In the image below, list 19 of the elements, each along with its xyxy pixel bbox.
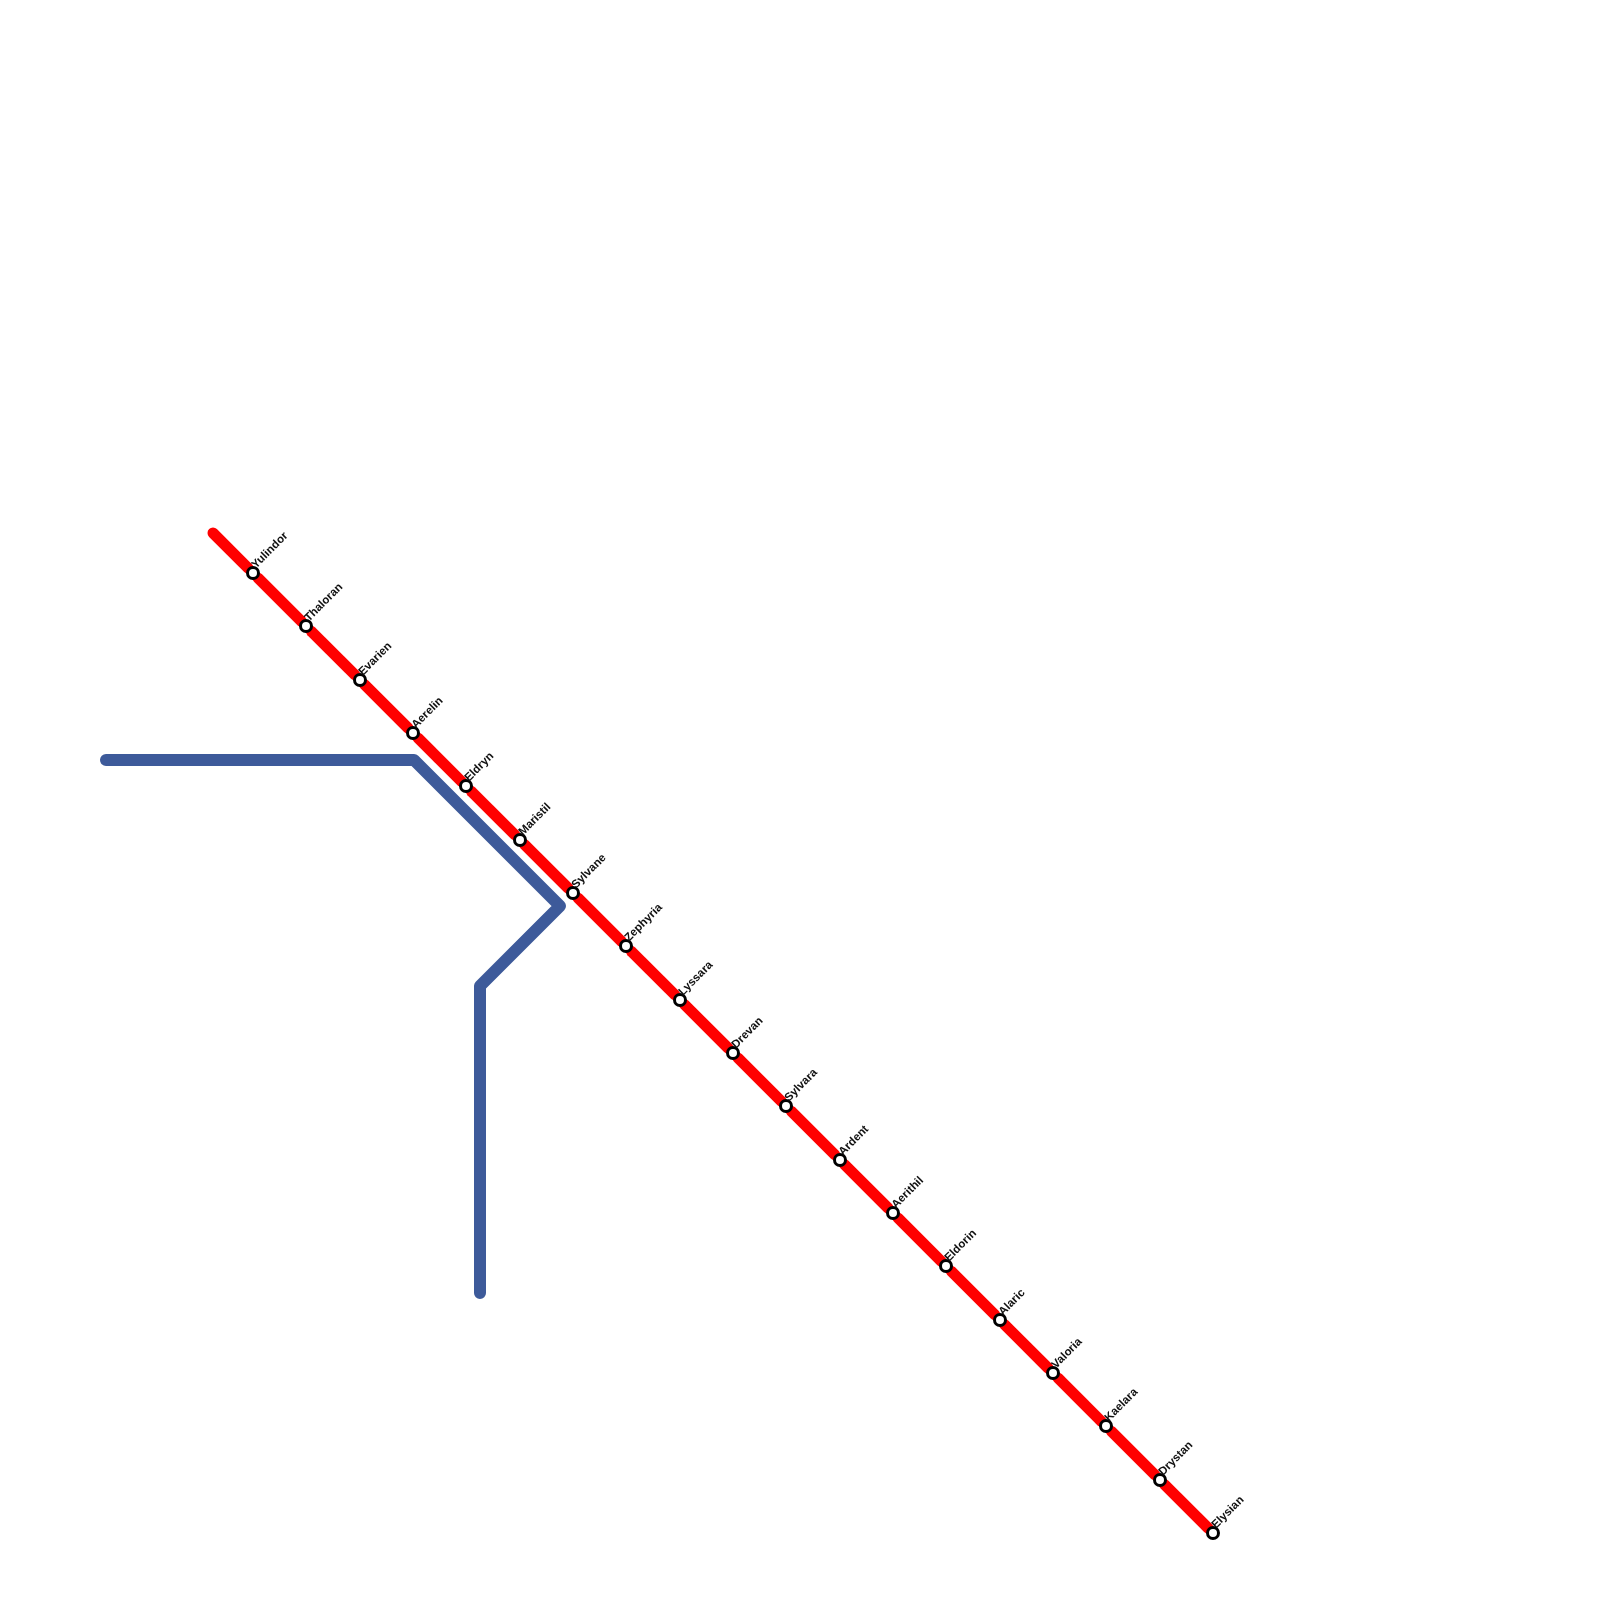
metro-line-segment — [519, 839, 574, 894]
metro-line-segment — [679, 999, 734, 1054]
metro-line-segment — [572, 892, 627, 947]
metro-line-segment — [412, 732, 467, 787]
metro-line-segment — [252, 572, 307, 627]
metro-line-segment — [465, 785, 521, 841]
metro-line-segment — [359, 679, 414, 734]
metro-line-segment — [1052, 1372, 1107, 1427]
metro-line-segment — [892, 1212, 947, 1267]
metro-line-segment — [839, 1159, 894, 1214]
metro-line-segment — [785, 1105, 841, 1161]
metro-line-segment — [305, 625, 361, 681]
metro-line-segment — [207, 527, 254, 574]
metro-line-segment — [732, 1052, 787, 1107]
metro-line-segment — [1159, 1479, 1214, 1534]
metro-line-segment — [999, 1319, 1054, 1374]
metro-line-segment — [945, 1265, 1001, 1321]
metro-line-segment — [1105, 1425, 1161, 1481]
metro-line-segment — [625, 945, 681, 1001]
